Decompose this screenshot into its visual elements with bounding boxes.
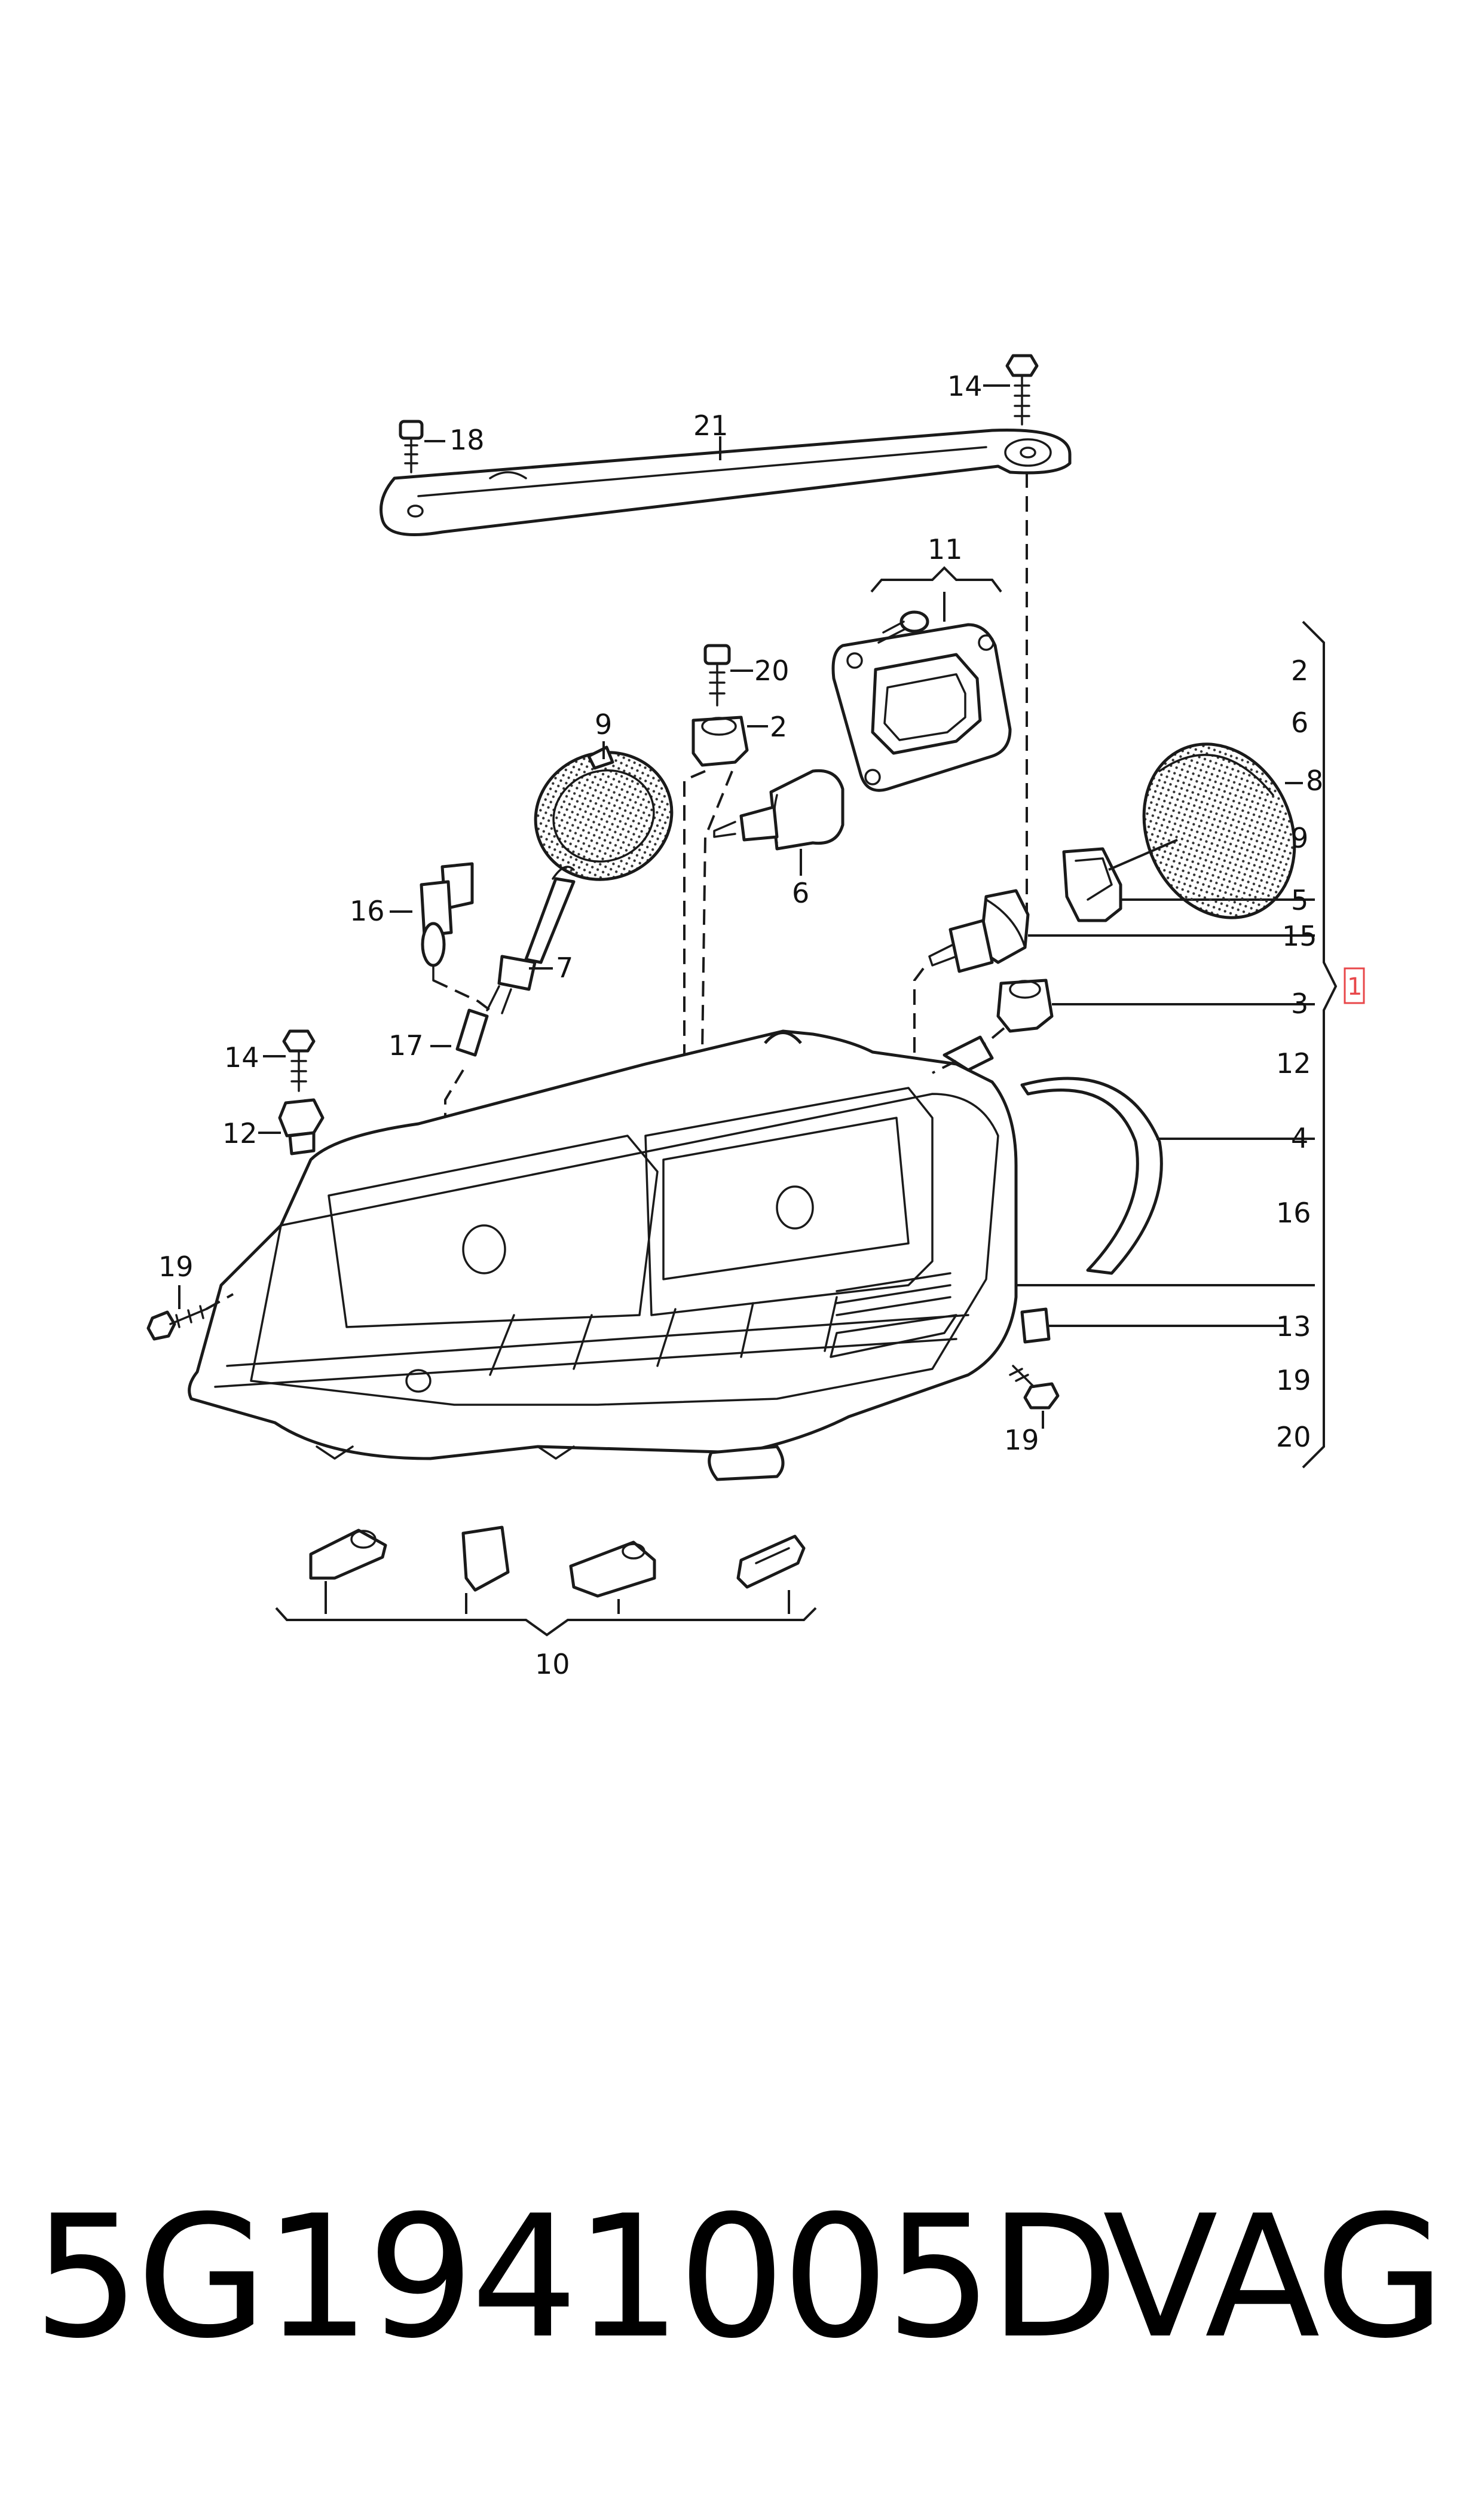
- callout-6: 6: [792, 877, 809, 909]
- callout-9: 9: [595, 708, 612, 741]
- callout-16: 16: [350, 895, 385, 927]
- bracket-rail-21: [380, 429, 1072, 536]
- bulb-holder-7: [486, 866, 576, 1014]
- bulb-15: [928, 889, 1315, 973]
- screw-14-left: [263, 1029, 316, 1092]
- cap-9-left: [534, 741, 674, 881]
- callout-14-left: 14: [224, 1041, 259, 1074]
- callout-21: 21: [693, 409, 729, 442]
- list-4: 4: [1291, 1122, 1308, 1154]
- list-19: 19: [1276, 1364, 1311, 1396]
- trim-strip-4: [1020, 1077, 1315, 1275]
- screw-19-right: [1009, 1365, 1060, 1429]
- list-9: 9: [1291, 822, 1308, 854]
- assembly-marker-box: [1344, 967, 1365, 1004]
- assembly-callout-1: 1: [1347, 973, 1362, 1001]
- bulb-16-left: [390, 862, 474, 982]
- part-caption: 5G1941005D VAG: [33, 2182, 1467, 2373]
- list-20: 20: [1276, 1421, 1311, 1453]
- callout-7: 7: [556, 952, 573, 984]
- repair-clips-10: [275, 1526, 817, 1637]
- clip-13: [1020, 1307, 1285, 1344]
- callout-11: 11: [928, 533, 963, 565]
- list-15: 15: [1282, 920, 1317, 952]
- assembly-brace: [1302, 620, 1365, 1469]
- adjuster-bracket-2: [691, 716, 768, 767]
- callout-17: 17: [388, 1029, 424, 1062]
- list-8: 8: [1306, 765, 1323, 797]
- callout-19-right: 19: [1004, 1424, 1039, 1456]
- callout-18: 18: [449, 424, 485, 456]
- callout-14: 14: [947, 370, 983, 402]
- list-12: 12: [1276, 1047, 1311, 1080]
- holder-5: [1062, 847, 1315, 922]
- list-16: 16: [1276, 1197, 1311, 1229]
- list-6: 6: [1291, 707, 1308, 739]
- screw-20: [703, 644, 753, 707]
- callout-19-left: 19: [158, 1251, 194, 1283]
- list-13: 13: [1276, 1310, 1311, 1343]
- screw-11: [877, 610, 929, 644]
- list-2: 2: [1291, 655, 1308, 687]
- callout-2: 2: [770, 711, 787, 743]
- bulb-17: [430, 1008, 489, 1057]
- headlight-housing: [188, 1029, 1018, 1481]
- cap-8-right: [1142, 742, 1303, 919]
- holder-3: [996, 979, 1315, 1033]
- screw-14-top: [983, 354, 1039, 426]
- callout-10: 10: [535, 1648, 570, 1680]
- part-number: 5G1941005D: [33, 2179, 1119, 2376]
- list-5: 5: [1291, 884, 1308, 916]
- brand-name: VAG: [1103, 2179, 1445, 2376]
- screw-18: [399, 420, 445, 473]
- led-control-module-11: [831, 623, 1012, 792]
- actuator-6: [713, 769, 844, 876]
- screw-19-left: [146, 1285, 207, 1341]
- callout-20: 20: [754, 655, 790, 687]
- nut-12: [258, 1098, 325, 1155]
- callout-12: 12: [222, 1117, 258, 1150]
- list-3: 3: [1291, 988, 1308, 1020]
